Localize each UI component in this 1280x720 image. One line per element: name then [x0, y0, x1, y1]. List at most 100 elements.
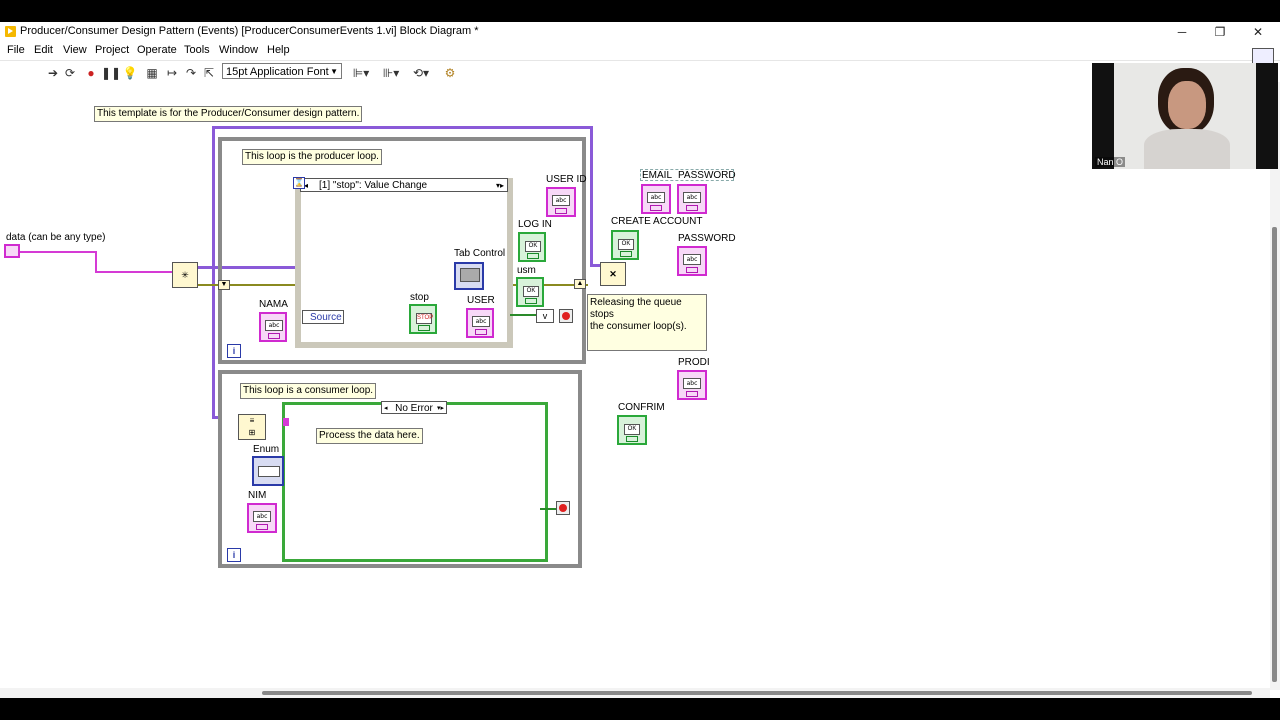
confrim-terminal[interactable]: OK [617, 415, 647, 445]
data-control-terminal[interactable] [4, 244, 20, 258]
nim-terminal[interactable]: abc [247, 503, 277, 533]
consumer-loop-comment: This loop is a consumer loop. [240, 383, 377, 399]
webcam-overlay: Nan O [1092, 63, 1278, 169]
align-objects-icon[interactable]: ⊫▾ [352, 66, 370, 80]
password-label-2: PASSWORD [678, 233, 736, 244]
event-timeout-icon: ⌛ [293, 177, 305, 189]
queue-wire [212, 126, 592, 129]
step-over-icon[interactable]: ↷ [185, 66, 197, 80]
horizontal-scrollbar[interactable] [0, 688, 1270, 698]
menu-file[interactable]: File [7, 44, 25, 56]
case-tunnel [283, 418, 289, 426]
chevron-left-icon[interactable]: ◂ [304, 181, 309, 190]
horizontal-scroll-thumb[interactable] [262, 691, 1252, 695]
menu-help[interactable]: Help [267, 44, 290, 56]
menu-view[interactable]: View [63, 44, 87, 56]
chevron-right-icon[interactable]: ▾▸ [436, 405, 444, 412]
menu-tools[interactable]: Tools [184, 44, 210, 56]
consumer-loop-iteration: i [227, 548, 241, 562]
data-label: data (can be any type) [6, 232, 106, 243]
font-select[interactable]: 15pt Application Font ▼ [222, 63, 342, 79]
tab-control-terminal[interactable] [454, 262, 484, 290]
obtain-queue-node[interactable]: ✳ [172, 262, 198, 288]
font-select-value: 15pt Application Font [226, 66, 329, 78]
terminal-tag [686, 391, 698, 397]
context-help-icon[interactable] [1252, 48, 1274, 64]
dequeue-element-node[interactable]: ≡⊞ [238, 414, 266, 440]
terminal-tag [686, 267, 698, 273]
terminal-tag [268, 333, 280, 339]
menu-project[interactable]: Project [95, 44, 130, 56]
run-arrow-icon[interactable]: ➔ [47, 66, 59, 80]
menu-edit[interactable]: Edit [34, 44, 53, 56]
shift-register-right: ▲ [574, 279, 586, 289]
menu-window[interactable]: Window [219, 44, 259, 56]
producer-loop-comment: This loop is the producer loop. [242, 149, 382, 165]
vertical-scroll-thumb[interactable] [1272, 227, 1277, 682]
chevron-right-icon[interactable]: ▾▸ [495, 181, 504, 190]
close-button[interactable]: ✕ [1252, 25, 1264, 39]
chevron-down-icon: ▼ [330, 67, 338, 76]
string-indicator: abc [552, 195, 570, 206]
shift-register-left: ▼ [218, 280, 230, 290]
string-indicator: abc [683, 192, 701, 203]
release-comment-line2: the consumer loop(s). [590, 321, 687, 332]
enum-terminal[interactable] [252, 456, 284, 486]
queue-wire [212, 126, 215, 418]
error-case-structure[interactable] [282, 402, 548, 562]
password-terminal-2[interactable]: abc [677, 246, 707, 276]
labview-app-icon [5, 26, 16, 37]
nama-label: NAMA [259, 299, 288, 310]
user-terminal[interactable]: abc [466, 308, 494, 338]
event-source-node[interactable]: Source [302, 310, 344, 324]
case-selector[interactable]: ◂ No Error ▾▸ [381, 401, 447, 414]
producer-stop-condition[interactable] [559, 309, 573, 323]
queue-wire [590, 264, 604, 267]
chevron-left-icon[interactable]: ◂ [384, 405, 388, 412]
highlight-execution-icon[interactable]: 💡 [122, 66, 138, 80]
minimize-button[interactable]: ─ [1177, 25, 1187, 39]
retain-wire-values-icon[interactable]: ▦ [146, 66, 158, 80]
distribute-objects-icon[interactable]: ⊪▾ [382, 66, 400, 80]
step-into-icon[interactable]: ↦ [166, 66, 178, 80]
step-out-icon[interactable]: ⇱ [203, 66, 215, 80]
source-label: Source [310, 312, 342, 323]
usm-terminal[interactable]: OK [516, 277, 544, 307]
data-wire [95, 251, 97, 272]
queue-wire [590, 126, 593, 266]
enum-label: Enum [253, 444, 280, 455]
template-comment: This template is for the Producer/Consum… [94, 106, 363, 122]
email-terminal[interactable]: abc [641, 184, 671, 214]
string-indicator: abc [647, 192, 665, 203]
log-in-terminal[interactable]: OK [518, 232, 546, 262]
reorder-icon[interactable]: ⟲▾ [412, 66, 430, 80]
nama-terminal[interactable]: abc [259, 312, 287, 342]
process-data-comment: Process the data here. [316, 428, 423, 444]
prodi-label: PRODI [678, 357, 710, 368]
stop-terminal[interactable]: STOP [409, 304, 437, 334]
menu-operate[interactable]: Operate [137, 44, 177, 56]
tab-control-label: Tab Control [454, 248, 506, 259]
abort-icon[interactable]: ● [87, 66, 95, 80]
terminal-tag [620, 251, 632, 257]
toolbar: ➔ ⟳ ● ❚❚ 💡 ▦ ↦ ↷ ⇱ 15pt Application Font… [0, 60, 1280, 83]
release-queue-node[interactable]: ✕ [600, 262, 626, 286]
pause-icon[interactable]: ❚❚ [101, 66, 122, 80]
string-indicator: abc [265, 320, 283, 331]
create-account-terminal[interactable]: OK [611, 230, 639, 260]
password-terminal[interactable]: abc [677, 184, 707, 214]
clean-up-diagram-icon[interactable]: ⚙ [444, 66, 456, 80]
event-case-selector[interactable]: ◂ [1] "stop": Value Change ▾▸ [300, 178, 508, 192]
user-id-terminal[interactable]: abc [546, 187, 576, 217]
producer-while-loop[interactable] [218, 137, 586, 364]
person-face [1168, 81, 1206, 129]
title-bar: Producer/Consumer Design Pattern (Events… [0, 22, 1280, 42]
consumer-while-loop[interactable] [218, 370, 582, 568]
user-id-label: USER ID [546, 174, 587, 185]
or-function-node[interactable]: v [536, 309, 554, 323]
maximize-button[interactable]: ❐ [1214, 25, 1226, 39]
vertical-scrollbar[interactable] [1270, 82, 1280, 690]
consumer-stop-condition[interactable] [556, 501, 570, 515]
run-continuously-icon[interactable]: ⟳ [64, 66, 76, 80]
prodi-terminal[interactable]: abc [677, 370, 707, 400]
